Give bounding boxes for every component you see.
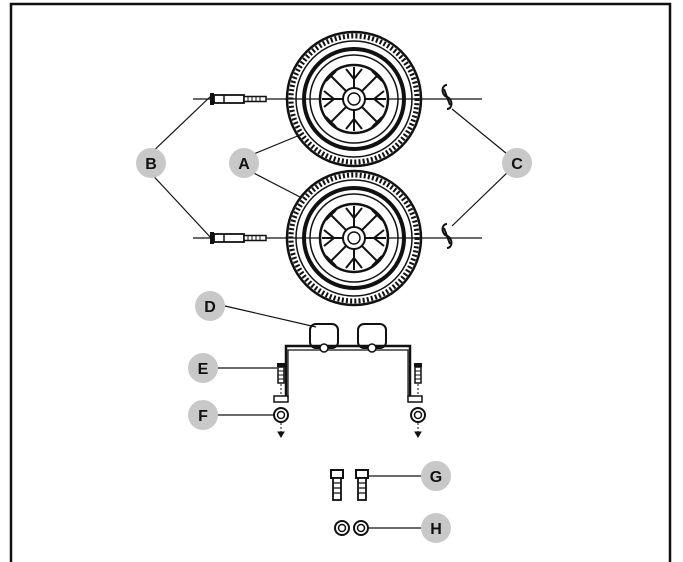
callout-E: E [188,353,218,383]
svg-text:E: E [198,361,209,378]
hex-bolt-2 [356,470,368,500]
hex-nut-1 [335,521,349,535]
svg-text:F: F [198,408,208,425]
callout-D: D [195,291,225,321]
svg-text:A: A [238,156,250,173]
hex-bolt-1 [331,470,343,500]
axle-bolt-lower [210,232,266,244]
callout-G: G [421,461,451,491]
callout-H: H [421,513,451,543]
assembly-arrows [278,384,421,437]
callout-A: A [229,148,259,178]
callout-B: B [136,148,166,178]
svg-text:C: C [511,156,523,173]
hitch-pin-upper [443,85,452,109]
bracket-assembly [274,324,422,402]
screw-left [277,363,285,383]
callout-F: F [188,400,218,430]
svg-text:B: B [145,156,157,173]
callout-C: C [502,148,532,178]
hitch-pin-lower [443,224,452,248]
svg-text:H: H [430,521,442,538]
svg-text:D: D [204,299,216,316]
hex-nut-2 [354,521,368,535]
axle-bolt-upper [210,93,266,105]
screw-right [414,363,422,383]
nut-right [411,408,425,422]
nut-left [274,408,288,422]
svg-text:G: G [430,469,442,486]
